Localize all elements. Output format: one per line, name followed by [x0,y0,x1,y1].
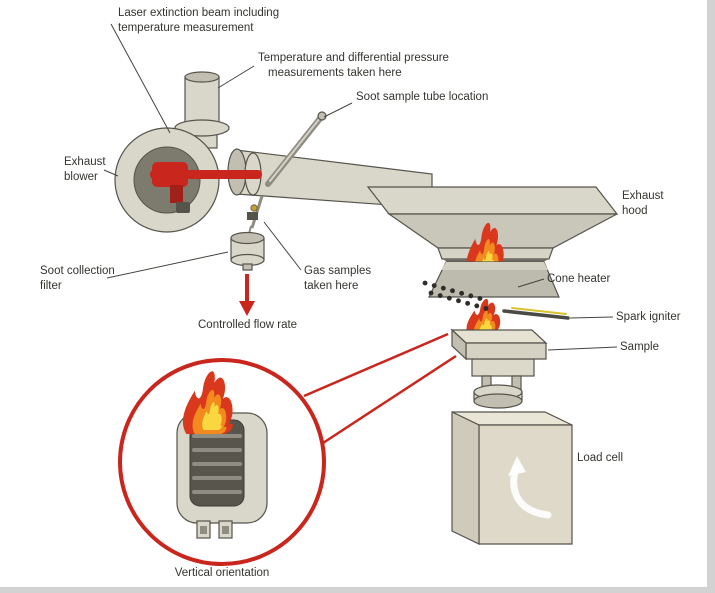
leader-temp-pressure [217,65,255,89]
igniter-rod-highlight [511,307,567,315]
labels: Laser extinction beam including temperat… [40,7,681,579]
leader-gas-samples [263,221,302,271]
label-controlled-flow: Controlled flow rate [198,319,297,331]
inset-flame [182,371,233,434]
label-exhaust-blower-line2: blower [64,171,98,183]
blower-bracket [176,202,190,213]
gas-tap-knob [250,204,258,212]
label-soot-filter-line1: Soot collection [40,265,115,277]
label-exhaust-blower-line1: Exhaust [64,156,106,168]
label-exhaust-hood-line2: hood [622,205,648,217]
leader-sample [547,346,618,351]
sample-top-face [450,329,548,344]
holder-slats [192,434,242,494]
holder-foot-right-slot [222,526,229,534]
callout-line-top [303,332,449,398]
gas-sample-valve [247,212,258,220]
label-laser-line2: temperature measurement [118,22,254,34]
sample-base-slab [471,358,535,377]
page-edge-bottom [0,587,715,593]
soot-sample-tube-fitting [317,111,327,121]
load-cell-arrow-head [508,456,526,476]
leader-soot-tube [323,102,353,118]
load-cell-box [451,411,573,545]
label-sample: Sample [620,341,659,353]
label-soot-tube: Soot sample tube location [356,91,488,103]
filter-top [230,231,265,245]
label-cone-heater: Cone heater [547,273,610,285]
label-gas-samples-line2: taken here [304,280,358,292]
callout-line-bottom [322,354,457,445]
label-temp-pressure-line2: measurements taken here [268,67,402,79]
holder-feet [196,520,233,539]
page-edge-right [707,0,715,593]
cone-dots-row2 [428,290,491,312]
sample-stack [450,328,548,409]
vertical-holder [176,412,268,524]
label-temp-pressure-line1: Temperature and differential pressure [258,52,449,64]
leader-exhaust-blower [103,169,119,177]
cone-heater-dots [422,280,491,312]
leader-spark-igniter [569,316,614,319]
igniter-rod [502,309,570,320]
cone-heater-top-band [441,262,548,270]
label-exhaust-hood-line1: Exhaust [622,190,664,202]
exhaust-hood [366,186,619,266]
soot-sample-tube-highlight [269,117,321,182]
cone-dots-row1 [422,280,485,302]
leader-cone-heater [517,278,545,288]
laser-beam-rod [150,170,262,179]
flow-arrow-head [239,301,255,316]
soot-sample-tube [265,111,327,187]
label-load-cell: Load cell [577,452,623,464]
exhaust-blower [114,127,262,233]
hood-top-face [366,186,619,215]
load-cell-front [478,424,573,545]
leader-lines [103,23,618,351]
filter-outlet [242,263,253,271]
holder-foot-left-slot [200,526,207,534]
leader-soot-filter [106,251,229,279]
flow-arrow [239,274,255,316]
leader-laser [110,23,171,134]
blower-motor-stem [170,185,183,203]
sample-side-face [451,328,467,361]
label-gas-samples-line1: Gas samples [304,265,371,277]
callout-circle [118,358,326,566]
sample-platform-bottom [473,393,523,409]
label-vertical-orientation: Vertical orientation [175,567,270,579]
hood-skirt [387,213,618,249]
soot-collection-filter [230,231,265,271]
callout-wedge-lines [303,332,457,445]
label-laser-line1: Laser extinction beam including [118,7,279,19]
sample-front-face [465,342,547,360]
gas-sample-line [247,195,264,239]
top-duct-cap [184,71,220,83]
load-cell-arrow [510,464,552,519]
label-soot-filter-line2: filter [40,280,62,292]
load-cell-side [451,411,480,545]
cone-heater [422,261,560,312]
top-duct-pipe [184,76,220,128]
label-spark-igniter: Spark igniter [616,311,681,323]
spark-igniter-rod [502,307,570,320]
